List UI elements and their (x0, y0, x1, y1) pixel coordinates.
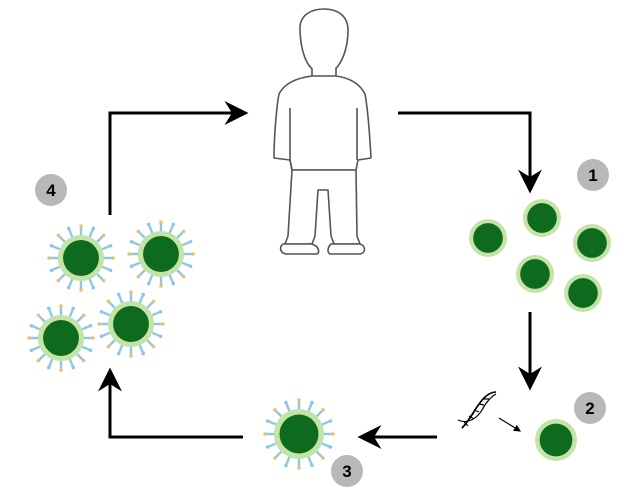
arrow-step4-to-person (108, 101, 249, 215)
step-badge-1-label: 1 (588, 166, 597, 185)
expanded-cell (27, 304, 95, 372)
collected-cell (469, 219, 507, 257)
expanded-cell (127, 220, 195, 288)
person-outline-icon (273, 8, 372, 255)
step-badge-1: 1 (577, 159, 609, 191)
step-badge-3-label: 3 (342, 462, 351, 481)
cycle-arrows (98, 101, 542, 449)
step-badge-2-label: 2 (585, 399, 594, 418)
engineered-cells-group (27, 220, 335, 470)
step-badge-4: 4 (35, 174, 67, 206)
expanded-cell (47, 224, 115, 292)
arrow-person-to-step1 (398, 111, 542, 194)
arrow-step3-to-step4 (98, 367, 243, 439)
step-badge-4-label: 4 (46, 181, 56, 200)
step-badge-2: 2 (574, 392, 606, 424)
transduced-cell (535, 419, 577, 461)
collected-cells-group (469, 199, 611, 461)
engineered-cell (263, 398, 335, 470)
collected-cell (516, 255, 554, 293)
collected-cell (564, 274, 602, 312)
collected-cell (573, 224, 611, 262)
step-badge-3: 3 (331, 455, 363, 487)
dna-insertion-arrow (498, 417, 522, 432)
expanded-cell (97, 290, 165, 358)
collected-cell (523, 199, 561, 237)
dna-helix-icon (457, 391, 497, 429)
